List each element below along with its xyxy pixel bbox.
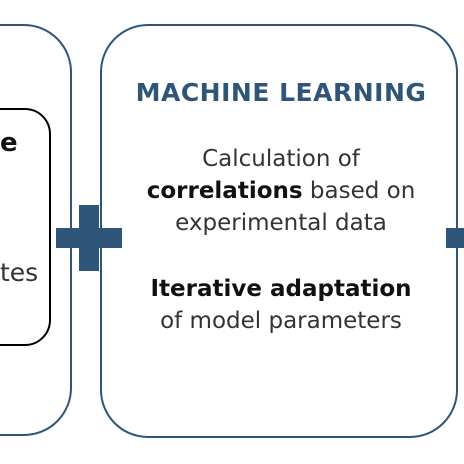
left-inner-box xyxy=(0,108,51,346)
description-line-5: of model parameters xyxy=(160,308,402,334)
description-line-2-rest: based on xyxy=(302,178,416,204)
iterative-adaptation-heading: Iterative adaptation xyxy=(150,276,412,302)
panel-title: MACHINE LEARNING xyxy=(135,78,427,107)
left-panel-text-bottom: tes xyxy=(0,258,39,287)
machine-learning-panel: MACHINE LEARNING Calculation of correlat… xyxy=(100,24,458,438)
plus-icon xyxy=(56,205,122,271)
plus-icon xyxy=(446,228,464,248)
left-panel-text-top: e xyxy=(0,128,18,158)
description-line-3: experimental data xyxy=(175,210,387,236)
description-line-1: Calculation of xyxy=(202,146,360,172)
correlations-bold: correlations xyxy=(146,178,303,204)
description-line-2: correlations based on xyxy=(102,176,460,206)
